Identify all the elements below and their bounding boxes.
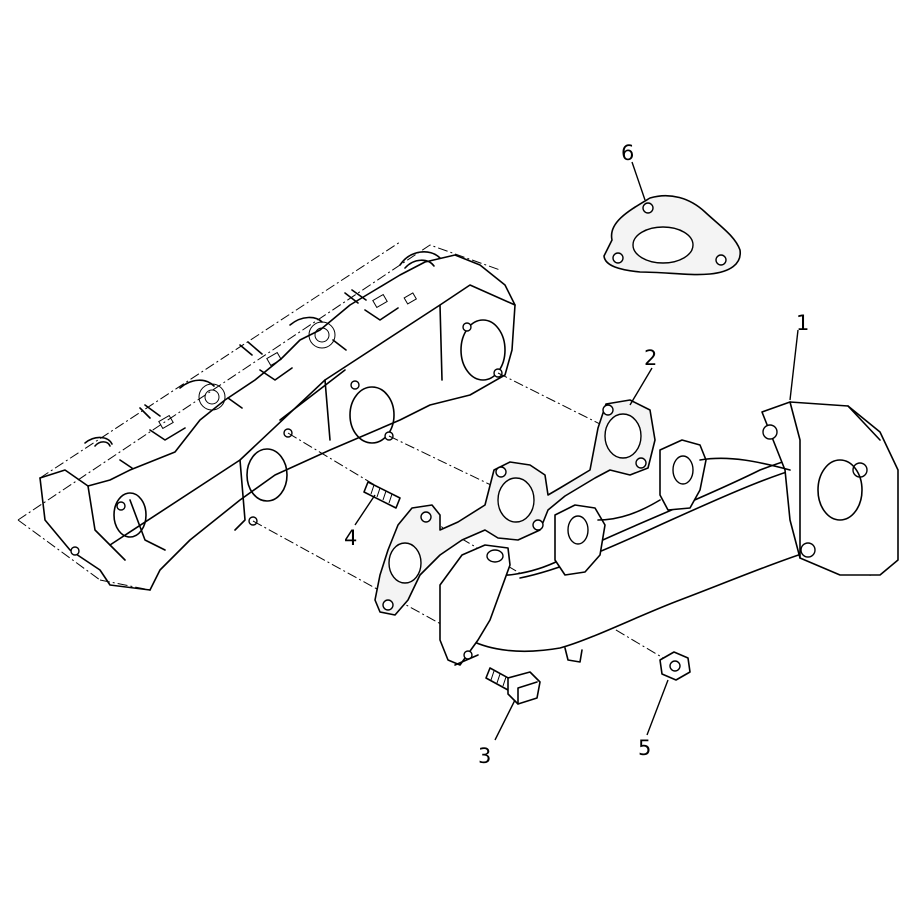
- callout-4: 4: [344, 526, 357, 550]
- exhaust-manifold: [439, 401, 899, 666]
- callout-1: 1: [796, 311, 809, 335]
- bolt: [485, 667, 541, 705]
- nut: [659, 651, 691, 681]
- callout-2: 2: [644, 346, 657, 370]
- callout-5: 5: [638, 736, 651, 760]
- manifold-gasket: [374, 399, 656, 616]
- cylinder-head: [17, 241, 516, 591]
- callout-6: 6: [621, 141, 634, 165]
- stud: [363, 481, 401, 509]
- callout-labels: 1 2 3 4 5 6: [344, 141, 809, 768]
- callout-leaders: [354, 161, 799, 741]
- callout-3: 3: [478, 744, 491, 768]
- flange-gasket: [603, 194, 741, 276]
